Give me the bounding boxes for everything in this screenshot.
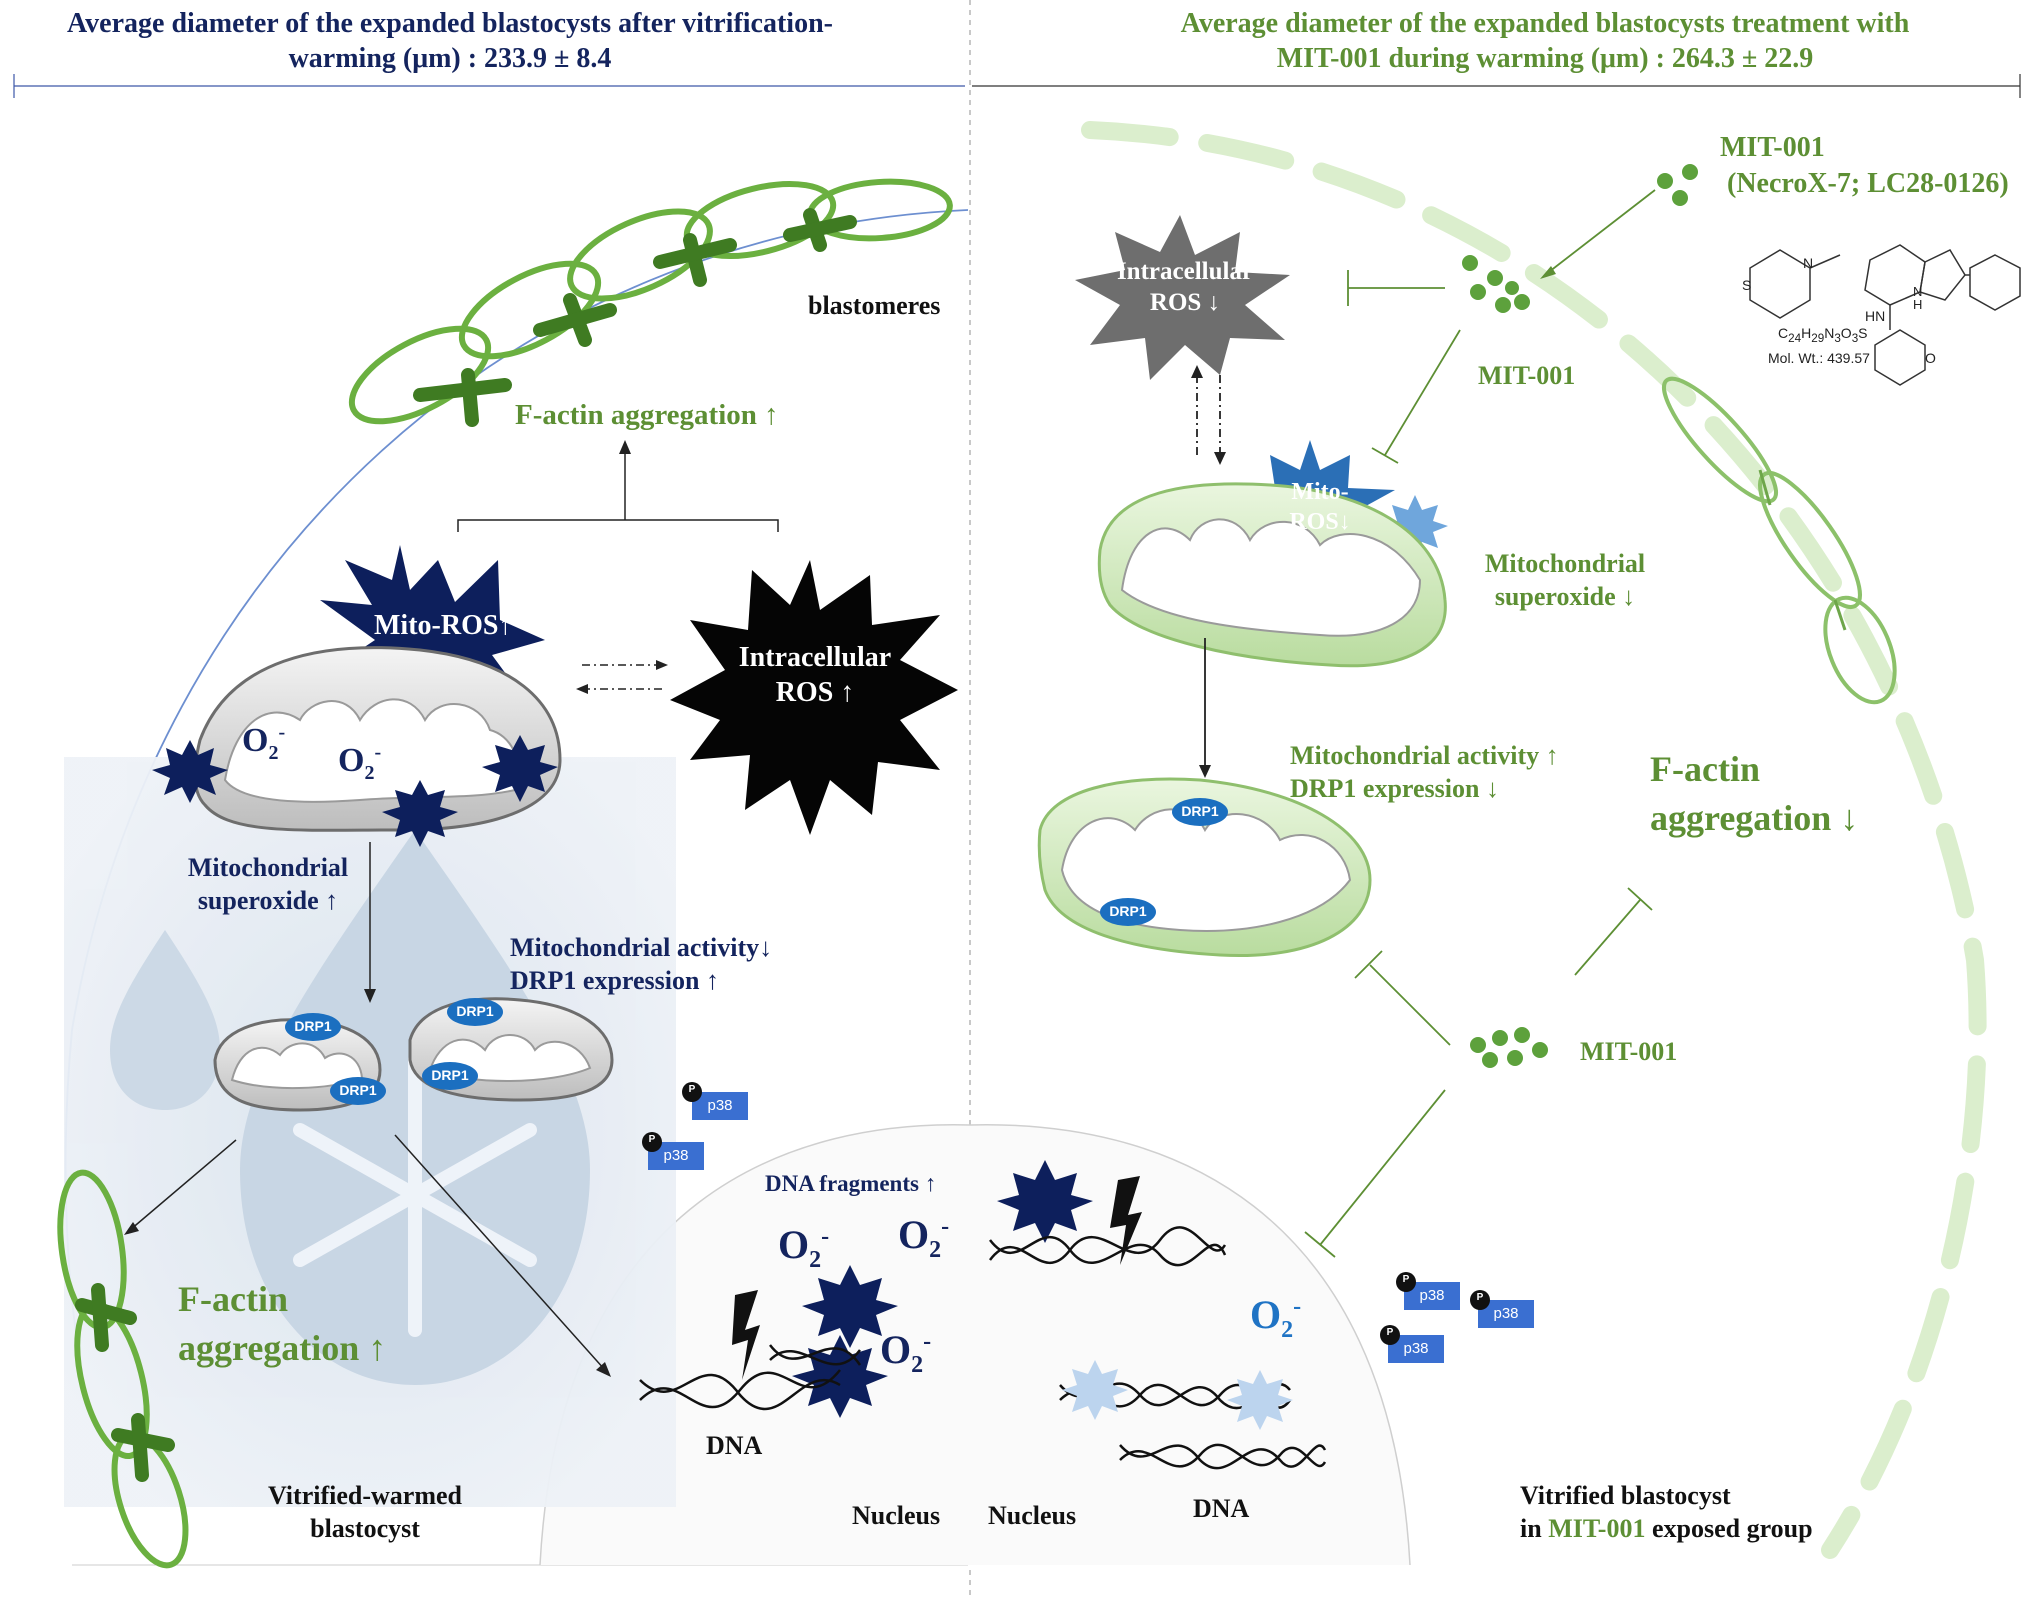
- phospho-p-label: P: [688, 1084, 696, 1095]
- right-arrowheads: [1191, 365, 1226, 778]
- vitrified-warmed-caption: Vitrified-warmed blastocyst: [268, 1481, 462, 1543]
- left-header-rule: [13, 74, 965, 98]
- factin-top-label: F-actin aggregation ↑: [515, 399, 779, 431]
- p38-label: p38: [707, 1097, 733, 1114]
- drp1-label: DRP1: [1181, 803, 1219, 819]
- superoxide-left-label: Mitochondrial superoxide ↑: [187, 853, 349, 915]
- dna-helix-right-top: [989, 1226, 1227, 1267]
- right-header-title: Average diameter of the expanded blastoc…: [1180, 8, 1910, 74]
- mito-ros-right-label: Mito- ROS↓: [1289, 479, 1351, 535]
- mit001-group-caption-line1: Vitrified blastocyst: [1520, 1481, 1731, 1510]
- mit001-dots-top: [1657, 164, 1698, 206]
- right-header-rule: [972, 74, 2021, 98]
- superoxide-burst-5: [792, 1335, 888, 1418]
- phospho-p-label: P: [648, 1134, 656, 1145]
- superoxide-burst-1: [152, 740, 228, 803]
- factin-bundles-top: [413, 208, 857, 427]
- dna-fragments-label: DNA fragments ↑: [765, 1171, 937, 1196]
- dna-helix-left: [639, 1344, 862, 1411]
- blastomeres-label: blastomeres: [808, 291, 941, 320]
- superoxide-o2-2: O2-: [338, 741, 382, 784]
- mit001-group-caption: Vitrified blastocyst in MIT-001 exposed …: [1520, 1480, 1813, 1545]
- drp1-label: DRP1: [339, 1082, 377, 1098]
- mit001-label-lower: MIT-001: [1580, 1037, 1678, 1066]
- nucleus-o2-3: O2-: [880, 1327, 932, 1378]
- right-dashed-arrows: [1196, 375, 1221, 770]
- dna-left-label: DNA: [706, 1431, 763, 1460]
- chem-n-label: N: [1803, 255, 1814, 271]
- phospho-p-label: P: [1386, 1327, 1394, 1338]
- chem-o-label: O: [1925, 350, 1936, 366]
- activity-left-label: Mitochondrial activity↓ DRP1 expression …: [510, 933, 773, 995]
- mitochondrion-right-large: [1097, 482, 1447, 668]
- nucleus-left-label: Nucleus: [852, 1501, 941, 1530]
- mit001-arrowhead: [1540, 266, 1556, 279]
- mit001-chemical-structure: [1749, 244, 2021, 386]
- nucleus-right-label: Nucleus: [988, 1501, 1077, 1530]
- drp1-label: DRP1: [431, 1067, 469, 1083]
- drp1-label: DRP1: [1109, 903, 1147, 919]
- superoxide-burst-3: [382, 780, 458, 847]
- superoxide-burst-2: [482, 735, 558, 802]
- factin-bottom-left-label: F-actin aggregation ↑: [178, 1279, 387, 1368]
- activity-right-label: Mitochondrial activity ↑ DRP1 expression…: [1290, 741, 1559, 803]
- superoxide-burst-6: [997, 1160, 1093, 1243]
- p38-label: p38: [1403, 1340, 1429, 1357]
- phospho-p-label: P: [1402, 1274, 1410, 1285]
- superoxide-right-label: Mitochondrial superoxide ↓: [1484, 549, 1646, 611]
- p38-blocks: [642, 1082, 1534, 1363]
- mit001-dots-lower: [1470, 1027, 1548, 1068]
- mit001-label-upper: MIT-001: [1478, 361, 1576, 390]
- chem-formula: C24H29N3O3S: [1778, 325, 1868, 345]
- factin-right-label: F-actin aggregation ↓: [1650, 749, 1859, 838]
- intracellular-ros-left-label: Intracellular ROS ↑: [738, 642, 892, 708]
- mit001-dots-middle: [1462, 255, 1530, 313]
- left-header-title: Average diameter of the expanded blastoc…: [67, 8, 833, 74]
- intracellular-ros-right-label: Intracellular ROS ↓: [1116, 258, 1254, 317]
- light-burst-1: [1062, 1360, 1128, 1420]
- nucleus-o2-4: O2-: [1250, 1292, 1302, 1343]
- intracellular-ros-burst-right: [1075, 215, 1290, 380]
- chem-mol-weight: Mol. Wt.: 439.57: [1768, 350, 1870, 366]
- right-connectors: [1304, 189, 1656, 1258]
- superoxide-burst-4: [802, 1265, 898, 1348]
- mito-ros-left-label: Mito-ROS↑: [374, 610, 513, 641]
- mitochondrion-left-large: [193, 646, 562, 832]
- chem-s-label: S: [1742, 277, 1752, 293]
- superoxide-o2-1: O2-: [242, 721, 286, 764]
- right-cell-boundary: [1081, 121, 1987, 1559]
- chem-nh-label: N H: [1913, 284, 1923, 312]
- drp1-label: DRP1: [456, 1003, 494, 1019]
- nucleus-o2-1: O2-: [778, 1222, 830, 1273]
- mit001-group-caption-line2: in MIT-001 exposed group: [1520, 1513, 1813, 1543]
- mit001-title: MIT-001 (NecroX-7; LC28-0126): [1720, 132, 2009, 200]
- left-arrows: [129, 448, 779, 1371]
- p38-label: p38: [1419, 1287, 1445, 1304]
- p38-label: p38: [663, 1147, 689, 1164]
- light-burst-2: [1227, 1370, 1293, 1430]
- drp1-markers: [285, 798, 1228, 1105]
- p38-label: p38: [1493, 1305, 1519, 1322]
- lightning-bolt-left: [732, 1290, 760, 1380]
- dna-right-label: DNA: [1193, 1494, 1250, 1523]
- drp1-label: DRP1: [294, 1018, 332, 1034]
- phospho-p-label: P: [1476, 1292, 1484, 1303]
- chem-hn-label: HN: [1865, 308, 1886, 324]
- nucleus-o2-2: O2-: [898, 1212, 950, 1263]
- factin-bundles-left: [75, 1283, 175, 1482]
- lightning-bolt-right: [1110, 1176, 1142, 1265]
- intracellular-ros-burst-left: [670, 560, 958, 835]
- left-arrowheads: [124, 440, 668, 1377]
- blastomeres-chain-right: [1662, 376, 1897, 705]
